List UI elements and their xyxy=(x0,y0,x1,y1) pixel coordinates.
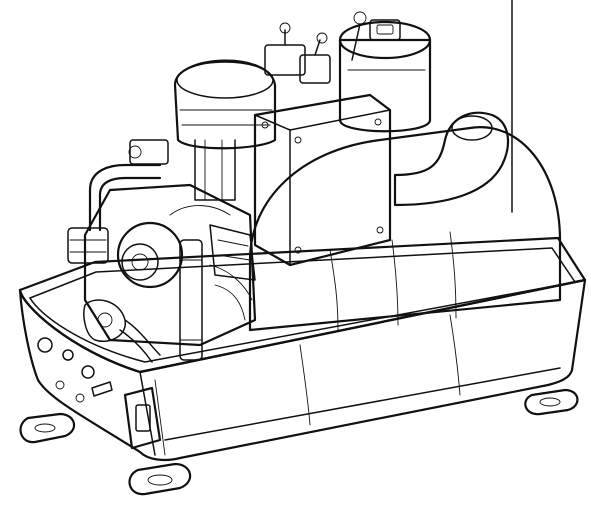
fuel-line-icon xyxy=(67,139,169,264)
base-tray-icon xyxy=(18,236,587,462)
engine-head-icon xyxy=(173,59,277,201)
valve-assembly-icon xyxy=(264,11,367,84)
mounting-feet-icon xyxy=(19,388,579,496)
control-box-icon xyxy=(253,93,392,267)
pump-housing-icon xyxy=(83,183,257,347)
fuel-tank-icon xyxy=(248,126,562,332)
air-filter-icon xyxy=(338,19,432,133)
filter-cartridge-icon xyxy=(83,239,203,363)
wiring-icon xyxy=(169,205,253,321)
exhaust-pipe-icon xyxy=(393,111,509,207)
